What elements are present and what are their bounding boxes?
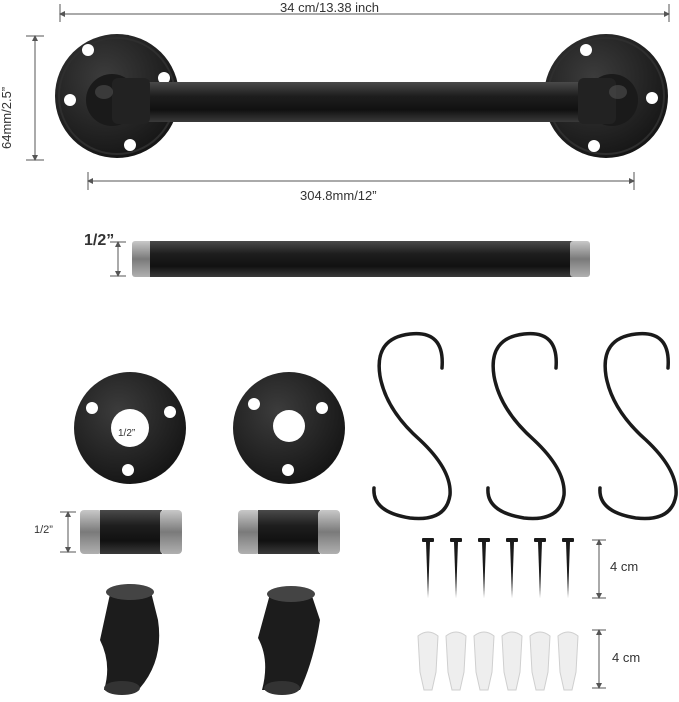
- anchor-4: [501, 631, 523, 691]
- anchor-1: [417, 631, 439, 691]
- screw-1: [422, 538, 434, 598]
- screw-6: [562, 538, 574, 598]
- screw-3: [478, 538, 490, 598]
- s-hook-2: [486, 331, 566, 521]
- loose-flange-right: [233, 372, 345, 484]
- wall-anchors: [417, 631, 579, 691]
- s-hooks: [372, 331, 678, 521]
- overall-length-label: 34 cm/13.38 inch: [280, 0, 380, 15]
- s-hook-3: [598, 331, 678, 521]
- screw-length-label: 4 cm: [610, 559, 639, 574]
- long-pipe: [132, 241, 590, 277]
- anchor-2: [445, 631, 467, 691]
- screw-2: [450, 538, 462, 598]
- s-hook-1: [372, 331, 452, 521]
- screws: [422, 538, 574, 598]
- elbow-right: [578, 74, 638, 126]
- elbow-left: [86, 74, 150, 126]
- elbow-fitting-right: [258, 586, 320, 695]
- anchor-3: [473, 631, 495, 691]
- anchor-length-label: 4 cm: [612, 650, 641, 665]
- pipe-length-label: 304.8mm/12”: [300, 188, 377, 203]
- pipe-nipple-left: [80, 510, 182, 554]
- nipple-diameter-label: 1/2”: [34, 524, 53, 536]
- loose-flange-left: [74, 372, 186, 484]
- pipe-nipple-right: [238, 510, 340, 554]
- pipe-diameter-label: 1/2”: [84, 232, 115, 249]
- elbow-fitting-left: [100, 584, 160, 695]
- flange-hole-label: 1/2”: [118, 428, 136, 439]
- screw-5: [534, 538, 546, 598]
- dimension-lines: [26, 4, 670, 689]
- height-label: 64mm/2.5”: [0, 86, 14, 149]
- anchor-6: [557, 631, 579, 691]
- assembled-towel-bar: [55, 34, 668, 158]
- bar-pipe: [130, 82, 595, 122]
- screw-4: [506, 538, 518, 598]
- anchor-5: [529, 631, 551, 691]
